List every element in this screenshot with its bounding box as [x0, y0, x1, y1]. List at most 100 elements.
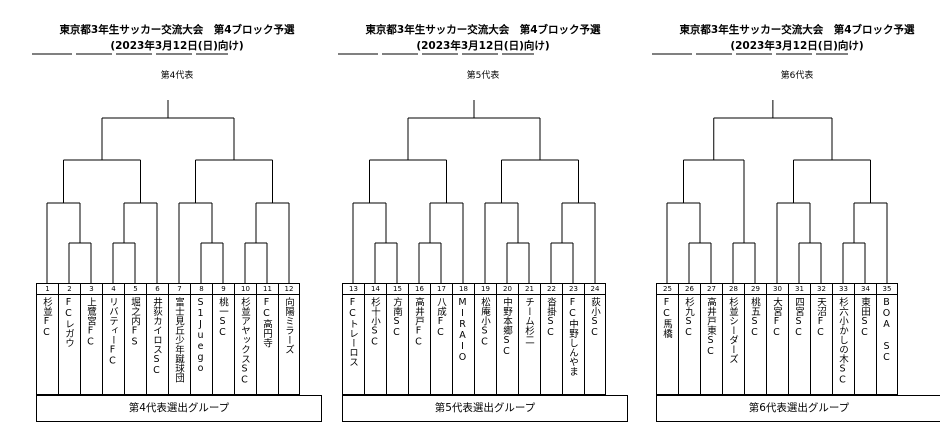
- title-underline: [32, 53, 228, 55]
- team-number: 4: [103, 284, 124, 295]
- representative-label: 第4代表: [160, 71, 194, 81]
- team-number: 26: [679, 284, 700, 295]
- bracket-panel-1: 東京都3年生サッカー交流大会 第4ブロック予選 (2023年3月12日(日)向け)…: [32, 0, 322, 437]
- team-name: FCトレーロス: [347, 297, 358, 367]
- bracket-panel-2: 東京都3年生サッカー交流大会 第4ブロック予選(2023年3月12日(日)向け)…: [338, 0, 628, 437]
- team-cell: 21 チーム杉二: [518, 283, 540, 395]
- team-name: 大宮FC: [771, 297, 782, 338]
- title-underline: [338, 53, 534, 55]
- team-name: 堀之内FS: [129, 297, 140, 348]
- team-number: 29: [745, 284, 766, 295]
- team-name: 方南SC: [391, 297, 402, 338]
- team-cell: 7 富士見丘少年蹴球団: [168, 283, 190, 395]
- team-name: 富士見丘少年蹴球団: [173, 297, 184, 383]
- team-number: 35: [877, 284, 897, 295]
- team-name: 桃一SC: [217, 297, 228, 338]
- team-name: FC馬橋: [661, 297, 672, 338]
- tournament-title: 東京都3年生サッカー交流大会 第4ブロック予選: [59, 24, 295, 36]
- team-name: 沓掛SC: [545, 297, 556, 338]
- team-name: 杉六小かしの木SC: [837, 297, 848, 386]
- team-name: 杉並FC: [41, 297, 52, 338]
- team-number: 25: [657, 284, 678, 295]
- team-number: 34: [855, 284, 876, 295]
- tournament-date: (2023年3月12日(日)向け): [730, 40, 864, 52]
- selection-group-label: 第5代表選出グループ: [342, 395, 628, 422]
- team-name: FC中野しんやま: [567, 297, 578, 376]
- team-number: 10: [235, 284, 256, 295]
- team-name: 杉九SC: [683, 297, 694, 338]
- team-number: 15: [387, 284, 408, 295]
- team-name: 松庵小SC: [479, 297, 490, 348]
- team-number: 33: [833, 284, 854, 295]
- team-name: 中野本郷SC: [501, 297, 512, 357]
- team-cell: 16 高井戸FC: [408, 283, 430, 395]
- team-number: 28: [723, 284, 744, 295]
- tournament-date: (2023年3月12日(日)向け): [110, 40, 244, 52]
- team-name: 東田SC: [859, 297, 870, 338]
- team-cell: 26 杉九SC: [678, 283, 700, 395]
- team-name: 天沼FC: [815, 297, 826, 338]
- team-name: チーム杉二: [523, 297, 534, 345]
- team-number: 8: [191, 284, 212, 295]
- team-number: 6: [147, 284, 168, 295]
- team-name: 杉並アヤックスSC: [239, 297, 250, 386]
- team-name: 杉十小SC: [369, 297, 380, 348]
- team-number: 31: [789, 284, 810, 295]
- team-number: 16: [409, 284, 430, 295]
- team-number: 21: [519, 284, 540, 295]
- tournament-title: 東京都3年生サッカー交流大会 第4ブロック予選: [365, 24, 601, 36]
- team-number: 32: [811, 284, 832, 295]
- tournament-title: 東京都3年生サッカー交流大会 第4ブロック予選: [679, 24, 915, 36]
- team-cell: 10 杉並アヤックスSC: [234, 283, 256, 395]
- team-cell: 33 杉六小かしの木SC: [832, 283, 854, 395]
- team-cell: 24 荻小SC: [584, 283, 606, 395]
- team-number: 23: [563, 284, 584, 295]
- team-name: 井荻カイロスSC: [151, 297, 162, 376]
- team-name: 高井戸FC: [413, 297, 424, 348]
- team-name: BOA SC: [881, 297, 892, 363]
- title-underline: [652, 53, 848, 55]
- team-number: 24: [585, 284, 605, 295]
- representative-label: 第6代表: [780, 71, 814, 81]
- team-number: 14: [365, 284, 386, 295]
- team-number: 1: [37, 284, 58, 295]
- team-number: 11: [257, 284, 278, 295]
- team-cell: 14 杉十小SC: [364, 283, 386, 395]
- team-number: 12: [279, 284, 299, 295]
- team-cell: 5 堀之内FS: [124, 283, 146, 395]
- team-cell: 6 井荻カイロスSC: [146, 283, 168, 395]
- team-number: 17: [431, 284, 452, 295]
- team-number: 7: [169, 284, 190, 295]
- team-number: 22: [541, 284, 562, 295]
- team-name: MIRAIO: [457, 297, 468, 363]
- team-number: 5: [125, 284, 146, 295]
- bracket-lines: [352, 100, 596, 283]
- team-name: 上鷺宮FC: [85, 297, 96, 348]
- team-number: 13: [343, 284, 364, 295]
- selection-group-label: 第6代表選出グループ: [656, 395, 940, 422]
- bracket-lines: [46, 100, 290, 283]
- team-name: 荻小SC: [589, 297, 600, 338]
- team-name: FCレガウ: [63, 297, 74, 348]
- bracket-panel-3: 東京都3年生サッカー交流大会 第4ブロック予選 (2023年3月12日(日)向け)…: [652, 0, 940, 437]
- team-cell: 1 杉並FC: [36, 283, 58, 395]
